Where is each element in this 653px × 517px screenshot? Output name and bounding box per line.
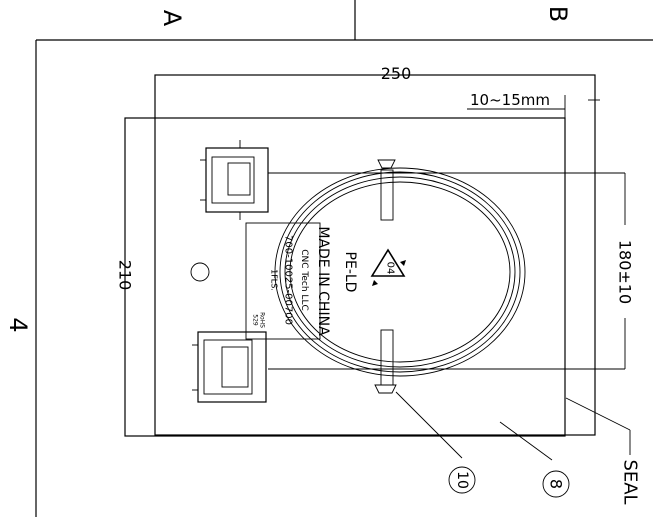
coiled-cable	[274, 167, 526, 377]
zone-label-a: A	[158, 10, 186, 27]
bag-outline	[124, 74, 596, 437]
label-line-part-number: 700-10025-00700	[283, 235, 294, 325]
label-line-lot: 1FLS.	[270, 269, 279, 291]
connector-top	[200, 140, 269, 220]
dimension-seal-margin	[467, 95, 600, 118]
cable-tie-bottom	[374, 329, 397, 394]
callout-tie-balloon	[448, 466, 476, 494]
callout-tie-number: 10	[454, 471, 470, 489]
zone-label-b: B	[544, 6, 572, 22]
callout-leaders	[395, 391, 631, 461]
label-card	[245, 222, 321, 340]
label-line-company: CNC Tech LLC	[299, 249, 309, 311]
connector-bottom	[192, 331, 267, 403]
cable-tie-top	[377, 159, 396, 221]
recycle-icon	[370, 248, 406, 286]
dimension-width-value: 250	[381, 64, 412, 83]
mounting-hole	[190, 262, 210, 282]
recycle-code: 04	[385, 262, 396, 275]
recycle-material: PE-LD	[342, 252, 358, 293]
dimension-cable-span-value: 180±10	[616, 240, 635, 304]
dimension-height-value: 210	[116, 260, 135, 291]
zone-label-row: 4	[4, 317, 32, 332]
label-rohs: RoHS	[259, 312, 266, 328]
drawing-frame	[35, 0, 653, 517]
callout-bag-number: 8	[547, 479, 566, 489]
label-rohs-number: 529	[252, 314, 259, 326]
callout-seal-text: SEAL	[620, 459, 641, 504]
dimension-seal-margin-value: 10~15mm	[470, 91, 550, 109]
callout-bag-balloon	[542, 470, 570, 498]
country-of-origin: MADE IN CHINA	[315, 226, 331, 336]
